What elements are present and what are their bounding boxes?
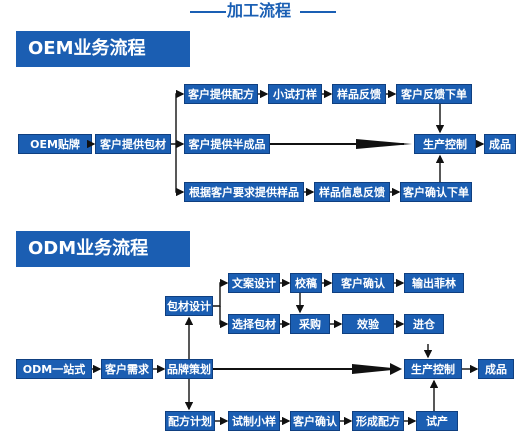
oem-formula-node: 客户提供配方 (184, 84, 258, 104)
title-left-rule (190, 11, 226, 13)
page-title: 加工流程 (0, 0, 518, 24)
odm-heading: ODM业务流程 (16, 231, 190, 267)
oem-by-sample-node: 根据客户要求提供样品 (184, 182, 304, 202)
oem-heading: OEM业务流程 (16, 31, 190, 67)
odm-demand-node: 客户需求 (101, 359, 153, 379)
oem-semi-node: 客户提供半成品 (184, 134, 270, 154)
edge-oem-semi-arrowhead (356, 139, 412, 149)
oem-start-node: OEM贴牌 (18, 134, 92, 154)
odm-copy-design-node: 文案设计 (228, 273, 280, 293)
odm-select-material-node: 选择包材 (228, 314, 280, 334)
odm-trial-sample-node: 试制小样 (228, 411, 280, 431)
oem-product-node: 成品 (484, 134, 516, 154)
odm-customer-confirm-node: 客户确认 (332, 273, 394, 293)
odm-warehouse-node: 进仓 (404, 314, 444, 334)
odm-brand-node: 品牌策划 (165, 359, 213, 379)
odm-inspect-node: 效验 (342, 314, 394, 334)
odm-form-formula-node: 形成配方 (352, 411, 404, 431)
oem-sample-feedback-node: 样品反馈 (332, 84, 386, 104)
oem-production-node: 生产控制 (414, 134, 476, 154)
edge-oem-to-by-sample (175, 144, 185, 197)
edge-odm-to-copy (213, 278, 229, 307)
odm-production-node: 生产控制 (404, 359, 462, 379)
edge-odm-brand-arrowhead (352, 364, 402, 374)
oem-order-node: 客户反馈下单 (396, 84, 472, 104)
odm-formula-plan-node: 配方计划 (165, 411, 215, 431)
edge-oem-to-formula (171, 89, 185, 145)
oem-supply-material-node: 客户提供包材 (95, 134, 171, 154)
odm-purchase-node: 采购 (290, 314, 330, 334)
odm-proof-node: 校稿 (290, 273, 322, 293)
oem-trial-node: 小试打样 (268, 84, 322, 104)
odm-trial-production-node: 试产 (416, 411, 458, 431)
odm-film-node: 输出菲林 (404, 273, 464, 293)
oem-confirm-order-node: 客户确认下单 (400, 182, 472, 202)
oem-sample-info-node: 样品信息反馈 (314, 182, 390, 202)
odm-product-node: 成品 (478, 359, 514, 379)
odm-confirm2-node: 客户确认 (290, 411, 340, 431)
edge-odm-to-select (219, 306, 229, 329)
page-title-text: 加工流程 (226, 1, 291, 20)
odm-start-node: ODM一站式 (16, 359, 92, 379)
odm-packaging-design-node: 包材设计 (165, 296, 213, 316)
title-right-rule (300, 11, 336, 13)
